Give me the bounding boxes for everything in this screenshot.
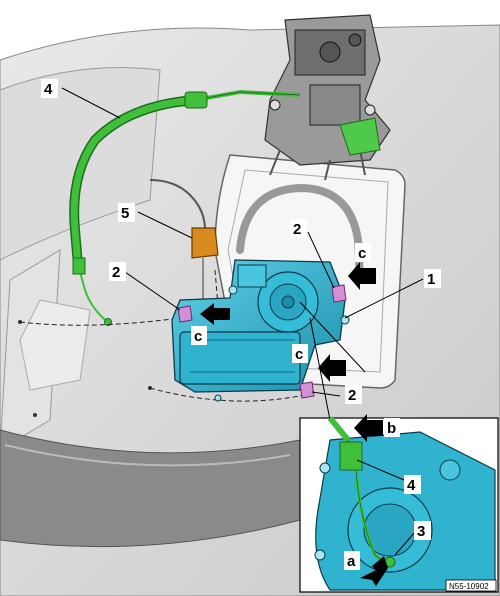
- callout-labels: 4 5 2 2 1 2 c c c: [41, 79, 441, 404]
- electrical-connector: [149, 179, 219, 300]
- tailgate-latch: [264, 14, 391, 181]
- callout-3: 3: [417, 523, 425, 540]
- callout-c: c: [194, 328, 202, 345]
- arrow-left-icon: [348, 262, 376, 290]
- arrow-left-icon: [318, 354, 346, 382]
- callout-2: 2: [112, 264, 120, 281]
- fastening-bolts: [177, 284, 347, 399]
- callout-2: 2: [293, 221, 301, 238]
- callout-2: 2: [348, 387, 356, 404]
- callout-5: 5: [121, 205, 129, 222]
- detail-inset: b 4 3 a N55-10902: [299, 414, 499, 593]
- callout-c: c: [295, 346, 303, 363]
- reference-code: N55-10902: [449, 582, 489, 591]
- arrow-left-icon: [354, 414, 383, 442]
- bowden-cable: [69, 89, 301, 326]
- direction-arrows: [200, 262, 376, 382]
- callout-4: 4: [44, 81, 53, 98]
- arrow-up-right-icon: [360, 556, 388, 586]
- callout-b: b: [387, 420, 396, 437]
- arrow-left-icon: [200, 303, 230, 325]
- callout-c: c: [358, 245, 366, 262]
- callout-a: a: [347, 553, 356, 570]
- callout-1: 1: [427, 271, 435, 288]
- callout-leaders: [61, 87, 424, 421]
- callout-4: 4: [407, 477, 416, 494]
